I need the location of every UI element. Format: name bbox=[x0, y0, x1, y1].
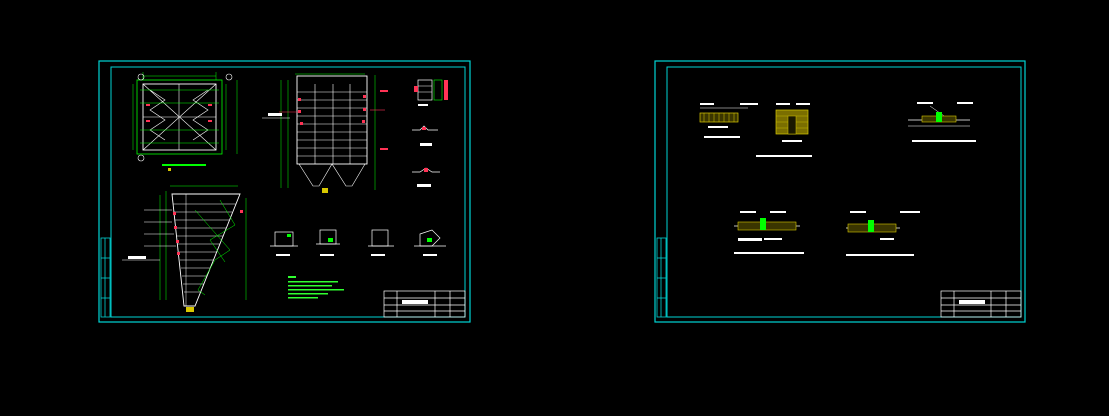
sheet-1-cone-section bbox=[122, 185, 247, 312]
sheet-1-detail-column bbox=[412, 79, 448, 187]
sheet-1-hopper-elevation bbox=[262, 73, 388, 193]
sheet-1-inner-frame bbox=[110, 66, 466, 318]
sheet-1-detail-row bbox=[270, 229, 446, 256]
sheet-2-detail-joint-bottom-right bbox=[846, 211, 920, 256]
sheet-2-detail-joint-bottom-left bbox=[734, 211, 804, 254]
sheet-1-plan-view bbox=[132, 72, 238, 171]
sheet-2-detail-joint-top bbox=[908, 102, 976, 142]
sheet-1-binding-strip bbox=[100, 237, 111, 318]
sheet-2-detail-block bbox=[756, 103, 812, 157]
sheet-2-detail-strip bbox=[699, 103, 758, 138]
sheet-1-outer-frame bbox=[98, 60, 471, 323]
sheet-2-binding-strip bbox=[656, 237, 667, 318]
sheet-1-title-block bbox=[383, 290, 466, 318]
drawing-sheet-1[interactable] bbox=[98, 60, 471, 323]
sheet-1-notes bbox=[288, 276, 344, 299]
drawing-sheet-2[interactable] bbox=[654, 60, 1026, 323]
sheet-2-inner-frame bbox=[666, 66, 1022, 318]
sheet-2-title-block bbox=[940, 290, 1022, 318]
sheet-2-outer-frame bbox=[654, 60, 1026, 323]
